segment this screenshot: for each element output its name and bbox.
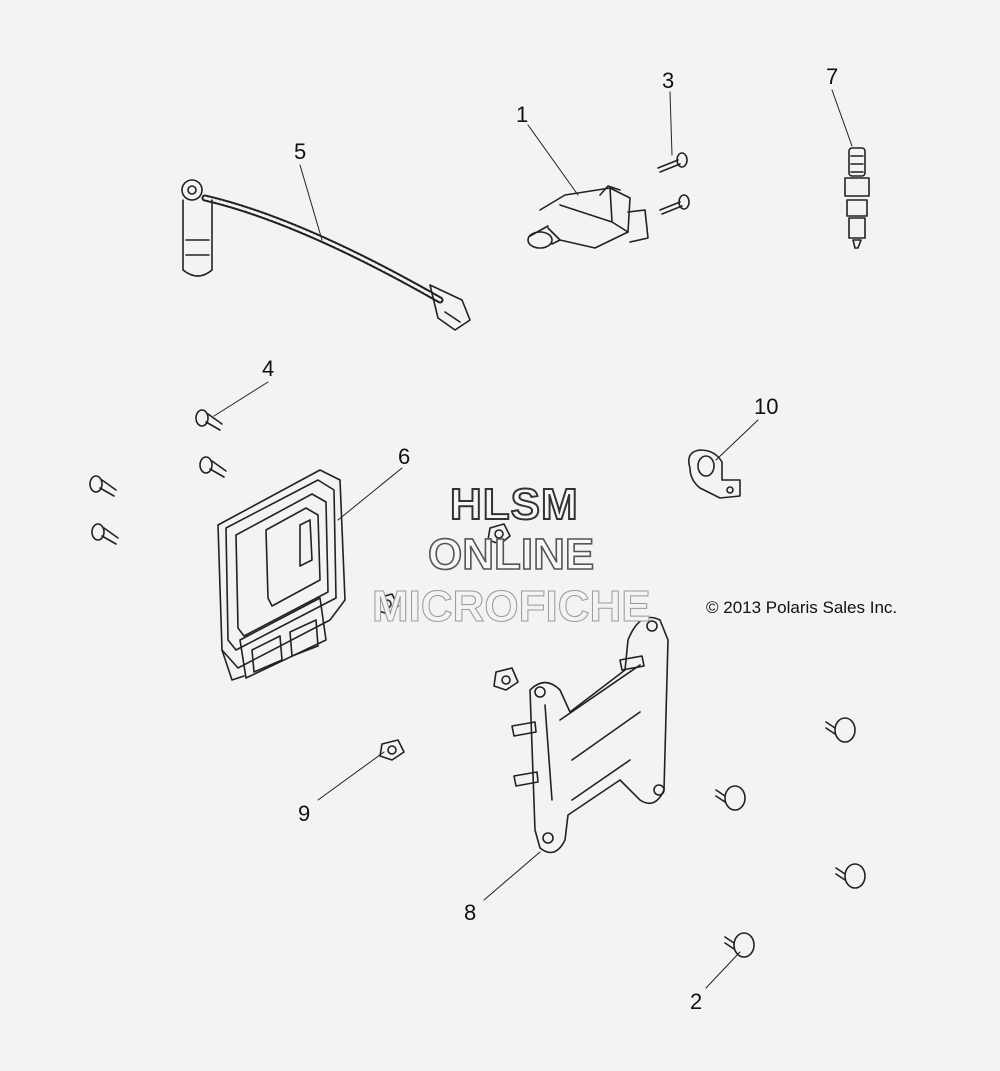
leader-lines	[213, 89, 853, 989]
callout-5: 5	[294, 139, 307, 164]
ecu-module-part	[217, 469, 346, 681]
nuts-part	[375, 523, 519, 761]
coil-bolts-part	[657, 152, 690, 215]
callout-3: 3	[662, 68, 675, 93]
ecu-screws-part	[89, 409, 227, 545]
spark-plug-part	[844, 147, 870, 249]
callout-4: 4	[262, 356, 275, 381]
callout-8: 8	[464, 900, 477, 925]
watermark-line-3: MICROFICHE	[372, 582, 652, 632]
mounting-bracket-part	[511, 616, 669, 854]
callout-6: 6	[398, 444, 411, 469]
watermark-line-2: ONLINE	[427, 529, 595, 580]
flange-bolts-part	[715, 717, 866, 958]
spark-plug-wire-part	[181, 179, 471, 331]
callout-10: 10	[754, 394, 779, 419]
callout-7: 7	[826, 64, 839, 89]
watermark-line-1: HLSM	[449, 479, 579, 530]
ignition-coil-part	[527, 185, 649, 249]
copyright-notice: © 2013 Polaris Sales Inc.	[706, 598, 898, 617]
clamp-part	[687, 449, 741, 499]
callout-2: 2	[690, 989, 703, 1014]
callout-1: 1	[516, 102, 529, 127]
callout-9: 9	[298, 801, 311, 826]
